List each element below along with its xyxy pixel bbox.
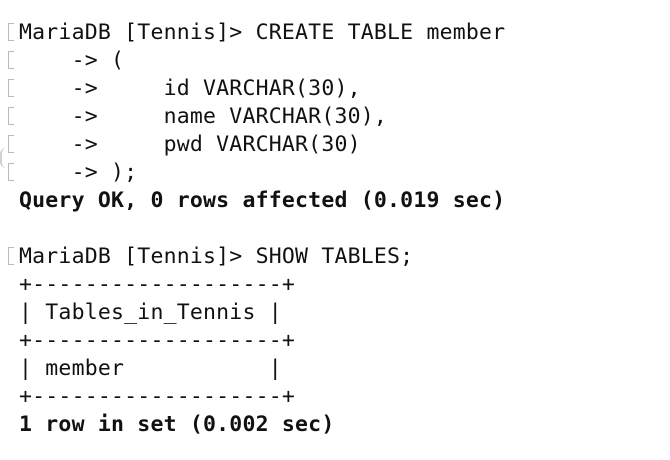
prompt-marker: [8, 23, 14, 41]
prompt-marker: [8, 79, 14, 97]
terminal-line-cont: -> );: [19, 160, 138, 185]
terminal-line-cont: -> id VARCHAR(30),: [19, 76, 361, 101]
terminal-line-cont: -> name VARCHAR(30),: [19, 104, 388, 129]
query-result-line: Query OK, 0 rows affected (0.019 sec): [19, 188, 506, 213]
terminal-line-cont: -> (: [19, 48, 125, 73]
terminal-line-create: MariaDB [Tennis]> CREATE TABLE member: [19, 20, 506, 45]
table-row: | member |: [19, 356, 282, 381]
prompt-marker: [8, 135, 14, 153]
prompt-marker: [8, 247, 14, 265]
table-border: +-------------------+: [19, 328, 296, 353]
table-border: +-------------------+: [19, 272, 296, 297]
row-count-line: 1 row in set (0.002 sec): [19, 412, 335, 437]
terminal-line-cont: -> pwd VARCHAR(30): [19, 132, 361, 157]
table-header: | Tables_in_Tennis |: [19, 300, 282, 325]
edge-artifact: [0, 148, 8, 168]
prompt-marker: [8, 107, 14, 125]
prompt-marker: [8, 163, 14, 181]
terminal-line-show: MariaDB [Tennis]> SHOW TABLES;: [19, 244, 414, 269]
table-border: +-------------------+: [19, 384, 296, 409]
prompt-marker: [8, 51, 14, 69]
